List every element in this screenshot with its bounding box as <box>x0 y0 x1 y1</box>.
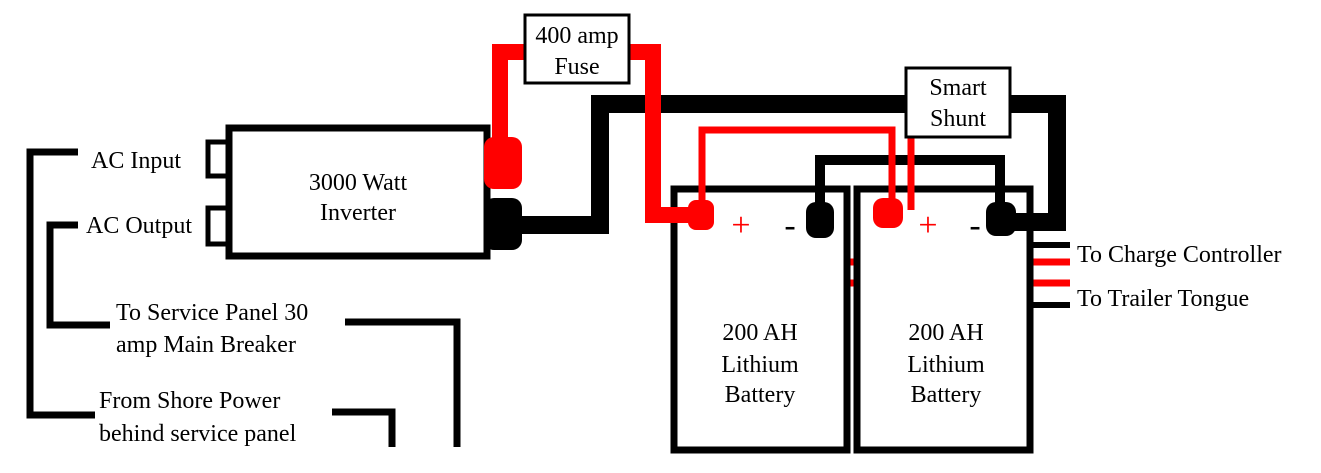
main-negative-cable <box>515 95 910 234</box>
fuse-label-line1: 400 amp <box>535 23 618 49</box>
service-panel-label-line2: amp Main Breaker <box>116 332 296 358</box>
shunt-to-battery2-negative-cable <box>1000 95 1066 231</box>
battery-2-positive-post <box>873 198 903 228</box>
shunt-box <box>904 66 1012 139</box>
battery-2-minus-sign: - <box>969 207 980 244</box>
positive-jumper-outer <box>907 137 915 210</box>
battery-2-label-line3: Battery <box>911 382 982 408</box>
ac-input-label: AC Input <box>91 148 181 174</box>
battery-1-label-line3: Battery <box>725 382 796 408</box>
ac-input-wire <box>26 148 95 419</box>
battery-1-label-line1: 200 AH <box>722 320 797 346</box>
shore-power-label-line1: From Shore Power <box>99 388 280 414</box>
shunt-label-line2: Shunt <box>930 106 986 132</box>
service-panel-label-line1: To Service Panel 30 <box>116 300 308 326</box>
ac-output-wire <box>46 221 110 329</box>
service-panel-wire <box>345 318 461 447</box>
battery-1-positive-post <box>688 200 714 230</box>
battery-2-negative-post <box>986 202 1016 236</box>
shunt-label-line1: Smart <box>929 75 987 101</box>
battery-2-plus-sign: + <box>918 207 937 244</box>
inverter-label-line2: Inverter <box>320 200 396 226</box>
shore-power-label-line2: behind service panel <box>99 421 297 447</box>
fuse-label-line2: Fuse <box>554 54 599 80</box>
charge-controller-label: To Charge Controller <box>1077 242 1282 268</box>
ac-output-label: AC Output <box>86 213 192 239</box>
positive-jumper-inner <box>698 126 896 210</box>
battery-2-label-line2: Lithium <box>907 352 985 378</box>
inverter-box <box>225 124 491 260</box>
battery-1-minus-sign: - <box>784 207 795 244</box>
shore-power-wire <box>332 408 396 447</box>
trailer-tongue-label: To Trailer Tongue <box>1077 286 1249 312</box>
fuse-to-battery1-positive-cable <box>628 44 700 223</box>
battery-2-box <box>853 185 1034 454</box>
inverter-negative-terminal <box>484 198 522 250</box>
battery-1-label-line2: Lithium <box>721 352 799 378</box>
battery-2-label-line1: 200 AH <box>908 320 983 346</box>
fuse-box <box>523 13 631 85</box>
inverter-label-line1: 3000 Watt <box>309 170 408 196</box>
battery-1-negative-post <box>806 202 834 238</box>
battery-1-plus-sign: + <box>731 207 750 244</box>
inverter-to-fuse-cable <box>492 44 528 150</box>
inverter-positive-terminal <box>484 137 522 189</box>
